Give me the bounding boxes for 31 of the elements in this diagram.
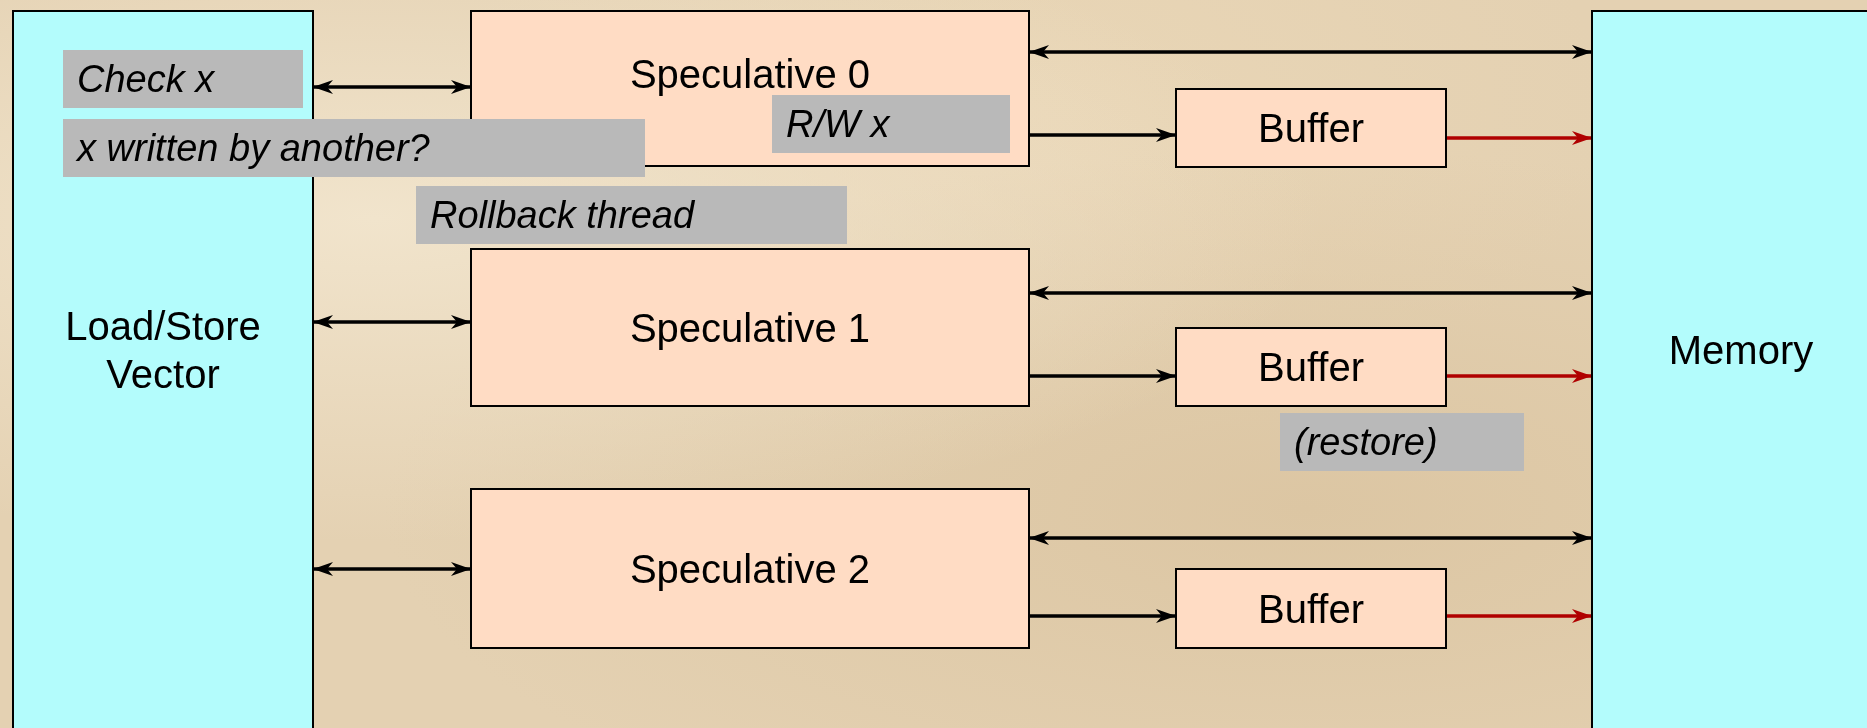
node-label: Buffer [1258,585,1364,633]
arrow [1029,45,1592,59]
arrow [313,315,471,329]
arrow [1030,609,1176,623]
buffer-box [1175,327,1447,407]
arrow [313,562,471,576]
unit-box [1591,10,1867,728]
annotation-tag: x written by another? [63,119,645,177]
annotation-tag: Check x [63,50,303,108]
arrow [1447,369,1592,383]
arrow [1447,131,1592,145]
node-label: Speculative 1 [629,304,871,352]
arrow [1029,531,1592,545]
arrow [1447,609,1592,623]
annotation-tag: (restore) [1280,413,1524,471]
thread-box [470,488,1030,649]
node-label: Speculative 2 [629,545,871,593]
arrow [1030,128,1176,142]
buffer-box [1175,568,1447,649]
node-label: Load/Store Vector [64,303,262,398]
arrow [1030,369,1176,383]
arrow [1029,286,1592,300]
arrow [313,80,471,94]
annotation-tag: R/W x [772,95,1010,153]
node-label: Buffer [1258,344,1364,391]
node-label: Memory [1668,327,1814,374]
node-label: Buffer [1258,105,1364,152]
thread-box [470,248,1030,407]
annotation-tag: Rollback thread [416,186,847,244]
buffer-box [1175,88,1447,168]
node-label: Speculative 0 [629,51,871,98]
